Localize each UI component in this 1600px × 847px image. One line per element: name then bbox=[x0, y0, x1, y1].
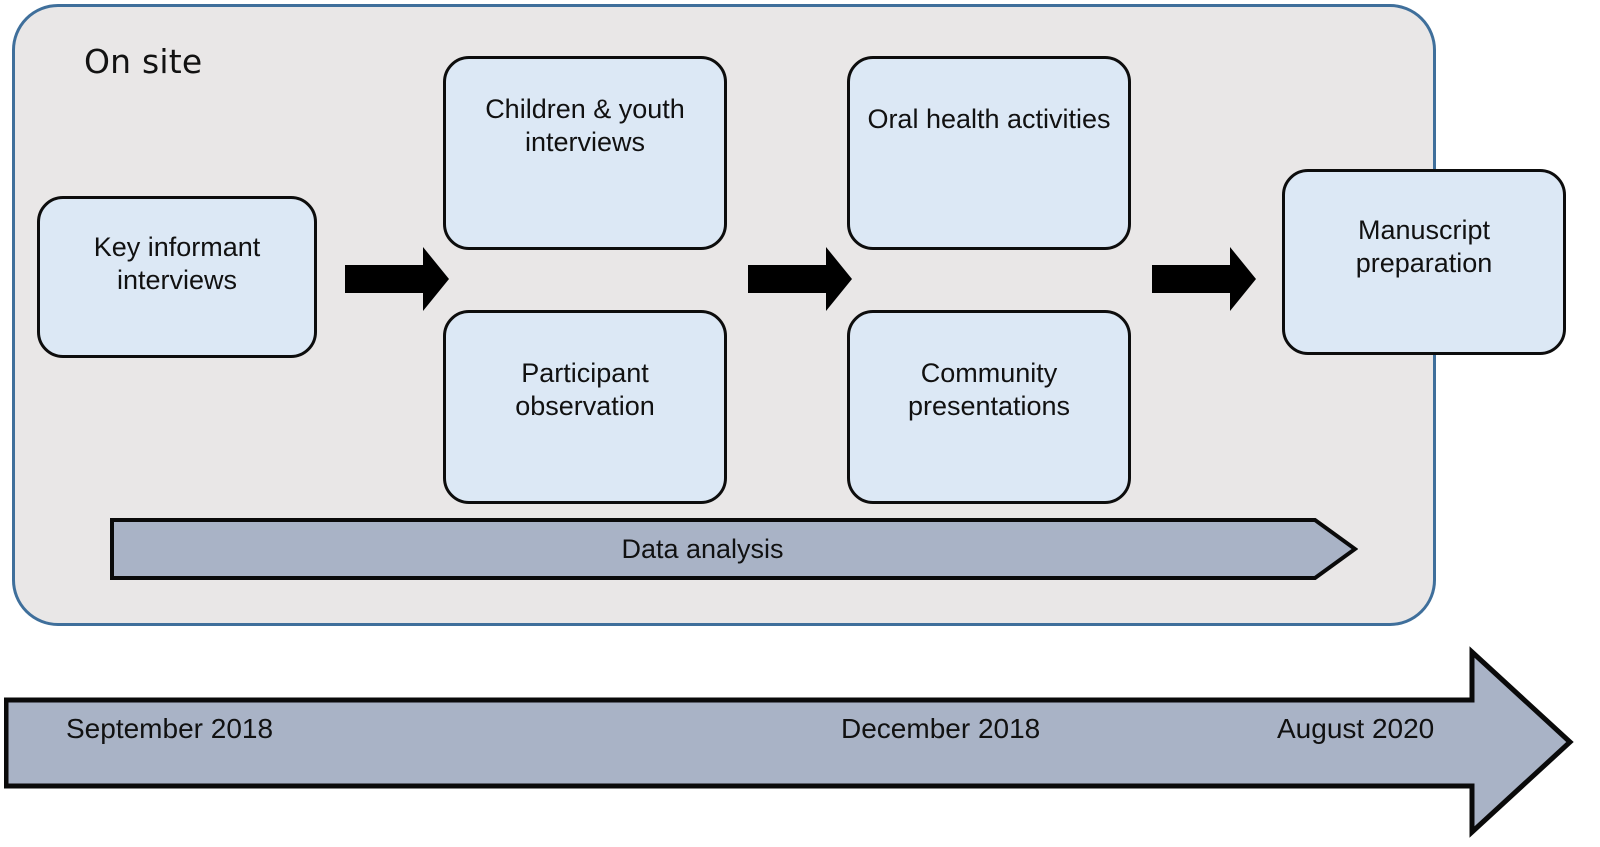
timeline-arrow-icon bbox=[3, 646, 1574, 838]
timeline-label-start: September 2018 bbox=[66, 713, 274, 744]
flow-arrow-3-icon bbox=[1152, 247, 1256, 311]
process-box-community-presentations[interactable]: Community presentations bbox=[847, 310, 1131, 504]
timeline-label-middle: December 2018 bbox=[841, 713, 1041, 744]
timeline-arrow[interactable] bbox=[3, 640, 1576, 844]
process-box-label: Manuscript preparation bbox=[1355, 215, 1493, 278]
process-box-manuscript-preparation[interactable]: Manuscript preparation bbox=[1282, 169, 1566, 355]
process-box-label: Participant observation bbox=[515, 358, 655, 421]
process-box-children-youth-interviews[interactable]: Children & youth interviews bbox=[443, 56, 727, 250]
data-analysis-arrow-icon bbox=[110, 518, 1359, 580]
timeline-label-end: August 2020 bbox=[1277, 713, 1435, 744]
process-box-label: Oral health activities bbox=[867, 104, 1111, 134]
flow-arrow-1-icon bbox=[345, 247, 449, 311]
data-analysis-band[interactable]: Data analysis bbox=[110, 518, 1359, 580]
flow-arrow-2-icon bbox=[748, 247, 852, 311]
process-box-label: Key informant interviews bbox=[93, 232, 261, 295]
process-box-label: Children & youth interviews bbox=[485, 94, 685, 157]
on-site-panel-label: On site bbox=[84, 42, 203, 81]
process-box-label: Community presentations bbox=[907, 358, 1071, 421]
process-box-oral-health-activities[interactable]: Oral health activities bbox=[847, 56, 1131, 250]
process-box-key-informant-interviews[interactable]: Key informant interviews bbox=[37, 196, 317, 358]
process-box-participant-observation[interactable]: Participant observation bbox=[443, 310, 727, 504]
